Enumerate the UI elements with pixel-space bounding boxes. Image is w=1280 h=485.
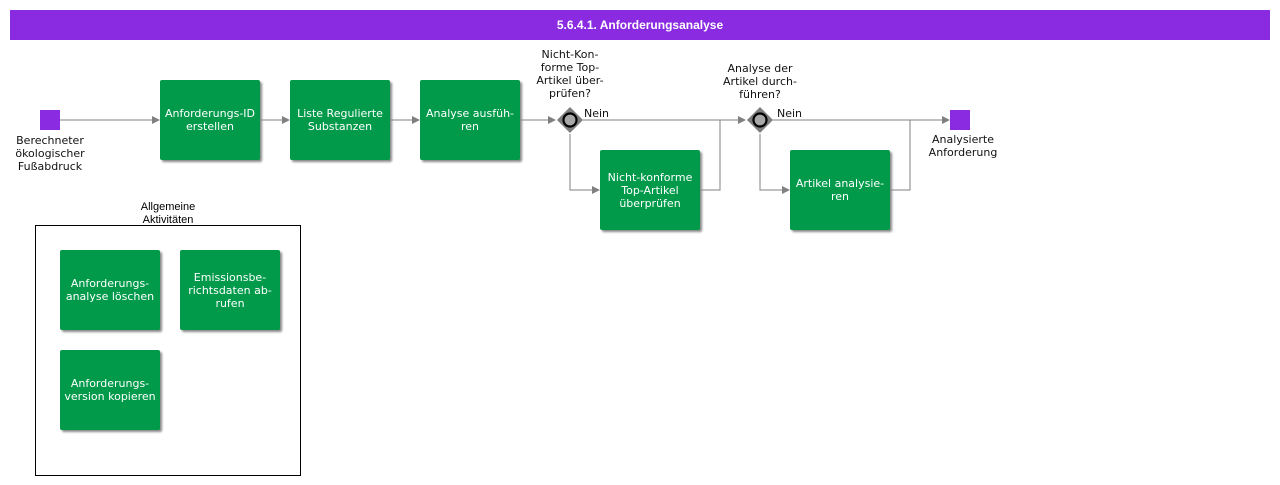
gateway1-branch-label: Nein [584,107,610,120]
diagram-title: 5.6.4.1. Anforderungsanalyse [10,10,1270,40]
task-create-id-label: Anforderungs-ID erstellen [164,107,256,133]
task-copy-version-label: Anforderungs- version kopieren [64,377,156,403]
group-general-activities [35,225,301,476]
gateway2-branch-label: Nein [777,107,803,120]
task-delete-analysis[interactable]: Anforderungs- analyse löschen [60,250,160,330]
task-analyze-articles[interactable]: Artikel analysie- ren [790,150,890,230]
task-list-substances-label: Liste Regulierte Substanzen [297,107,383,133]
task-copy-version[interactable]: Anforderungs- version kopieren [60,350,160,430]
task-delete-analysis-label: Anforderungs- analyse löschen [65,277,155,303]
flow-gateway1-to-check [569,134,600,194]
start-event[interactable] [40,110,60,130]
task-list-substances[interactable]: Liste Regulierte Substanzen [290,80,390,160]
gateway2-question: Analyse der Artikel durch- führen? [723,62,797,101]
task-analyze-articles-label: Artikel analysie- ren [795,177,885,203]
end-event[interactable] [950,110,970,130]
task-check-nonconform-label: Nicht-konforme Top-Artikel überprüfen [607,170,693,210]
task-fetch-emissions[interactable]: Emissionsbe- richtsdaten ab- rufen [180,250,280,330]
flow-gateway2-to-analyze [759,134,790,194]
gateway1-question: Nicht-Kon- forme Top- Artikel über- prüf… [536,48,604,100]
gateway2-icon[interactable] [747,107,773,133]
flow-analyze-to-end [890,120,911,191]
end-event-label: Analysierte Anforderung [928,133,998,159]
task-fetch-emissions-label: Emissionsbe- richtsdaten ab- rufen [188,270,272,310]
flow-check-to-merge [700,120,721,191]
task-check-nonconform[interactable]: Nicht-konforme Top-Artikel überprüfen [600,150,700,230]
group-title: Allgemeine Aktivitäten [140,201,196,223]
gateway1-icon[interactable] [557,107,583,133]
task-create-id[interactable]: Anforderungs-ID erstellen [160,80,260,160]
task-run-analysis-label: Analyse ausfüh- ren [425,107,515,133]
task-run-analysis[interactable]: Analyse ausfüh- ren [420,80,520,160]
start-event-label: Berechneter ökologischer Fußabdruck [15,134,85,173]
